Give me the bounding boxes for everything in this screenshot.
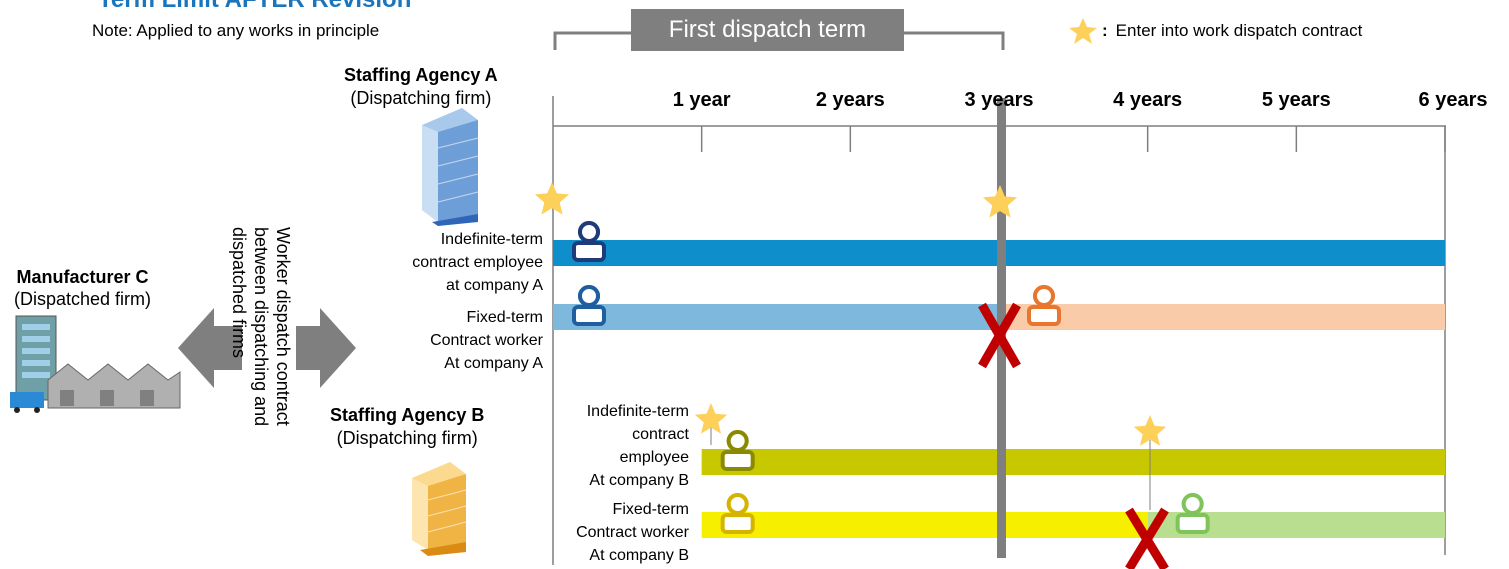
row-label-line: contract: [632, 426, 689, 443]
row-label-line: Contract worker: [430, 332, 543, 349]
tick-label: 1 year: [672, 89, 731, 111]
tick-label: 2 years: [815, 89, 885, 111]
contract-bar: [701, 449, 1445, 475]
cross-mark-a: [978, 302, 1021, 369]
contract-bar-after: [999, 304, 1445, 330]
row-label-indefinite-a: Indefinite-term contract employee at com…: [412, 228, 543, 297]
building-a-icon: [422, 108, 479, 226]
legend: : Enter into work dispatch contract: [1068, 17, 1362, 45]
legend-text: Enter into work dispatch contract: [1115, 21, 1363, 40]
term-bracket: [553, 31, 1005, 50]
tick-label: 5 years: [1261, 89, 1331, 111]
row-label-indefinite-b: Indefinite-term contract employee At com…: [587, 400, 689, 492]
contract-bar: [701, 512, 1148, 538]
tick-label: 4 years: [1113, 89, 1183, 111]
arrow-right: [296, 308, 356, 388]
first-dispatch-term-label: First dispatch term: [631, 9, 904, 51]
factory-icon: [10, 315, 181, 413]
agency-a-sub: (Dispatching firm): [350, 88, 492, 108]
manufacturer-sub: (Dispatched firm): [14, 289, 152, 309]
star-icon: [694, 403, 728, 434]
tick-label: 6 years: [1418, 89, 1488, 111]
row-label-line: Fixed-term: [466, 309, 543, 326]
person-icon: [572, 285, 606, 326]
row-label-fixed-a: Fixed-term Contract worker At company A: [430, 306, 543, 375]
contract-description: Worker dispatch contract between dispatc…: [229, 227, 293, 427]
manufacturer-label: Manufacturer C (Dispatched firm): [14, 266, 151, 310]
row-label-line: at company A: [446, 277, 543, 294]
cross-mark-b: [1125, 507, 1169, 569]
person-icon: [1175, 493, 1210, 534]
legend-colon: :: [1102, 21, 1108, 40]
row-label-line: At company B: [589, 547, 689, 564]
note-text: Note: Applied to any works in principle: [92, 21, 380, 40]
contract-bar: [553, 304, 999, 330]
star-icon: [1069, 18, 1097, 44]
page-title: Term Limit AFTER Revision: [98, 0, 411, 14]
agency-b-name: Staffing Agency B: [330, 405, 485, 425]
row-label-line: contract employee: [412, 254, 543, 271]
star-icon: [534, 182, 570, 215]
person-icon: [1027, 285, 1061, 326]
person-icon: [720, 493, 755, 534]
building-b-icon: [412, 462, 467, 556]
agency-b-sub: (Dispatching firm): [336, 428, 478, 448]
star-icon: [1133, 415, 1167, 446]
row-label-line: At company A: [444, 355, 543, 372]
person-icon: [572, 221, 606, 262]
agency-a-name: Staffing Agency A: [344, 65, 498, 85]
row-label-line: Indefinite-term: [586, 403, 689, 420]
tick-label: 3 years: [964, 89, 1034, 111]
row-label-fixed-b: Fixed-term Contract worker At company B: [576, 498, 689, 567]
manufacturer-name: Manufacturer C: [16, 267, 149, 287]
row-label-line: employee: [619, 449, 689, 466]
row-label-line: Contract worker: [576, 524, 689, 541]
star-icon: [982, 185, 1018, 218]
arrow-left: [178, 308, 242, 388]
agency-b-label: Staffing Agency B (Dispatching firm): [330, 404, 484, 450]
row-label-line: Indefinite-term: [440, 231, 543, 248]
agency-a-label: Staffing Agency A (Dispatching firm): [344, 64, 498, 110]
person-icon: [720, 430, 755, 471]
row-label-line: At company B: [589, 472, 689, 489]
row-label-line: Fixed-term: [612, 501, 689, 518]
